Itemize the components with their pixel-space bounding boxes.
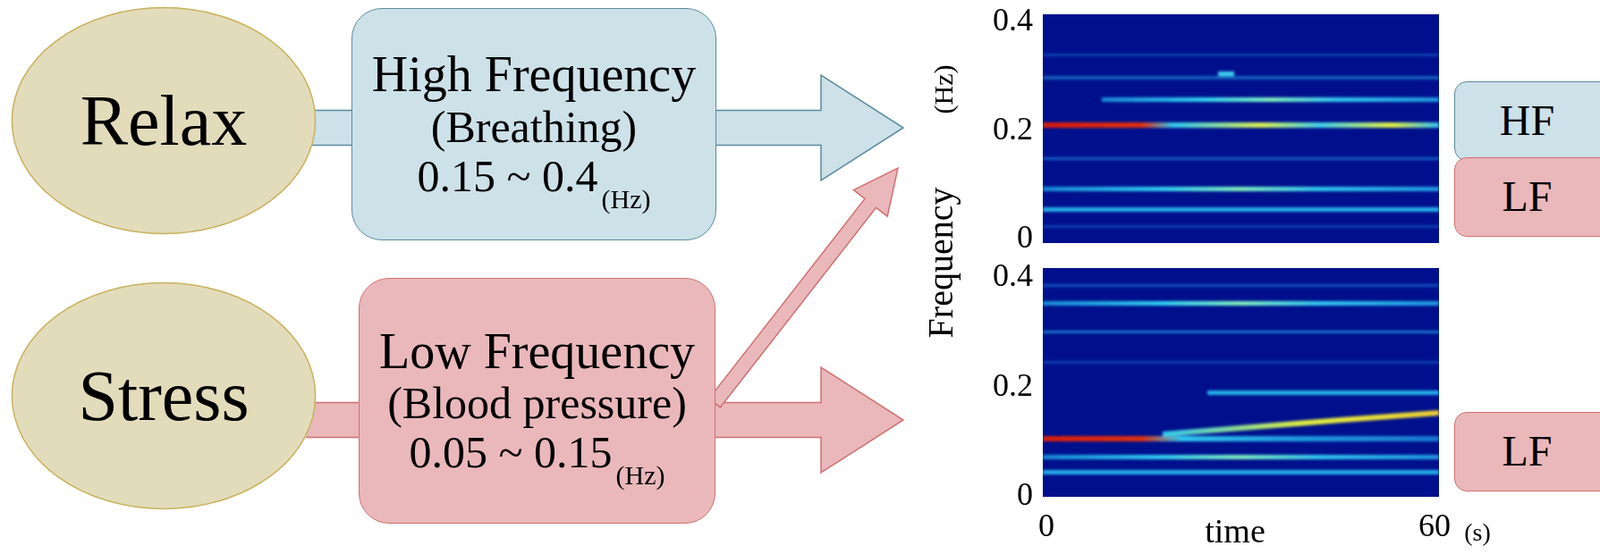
band-tag: LF [1454,412,1600,492]
axis-tick-label: 0 [1016,220,1033,254]
node-text: 0.15 ~ 0.4 [416,152,598,202]
node-content: Relax [10,6,317,236]
node-title: Relax [80,81,248,161]
node-text: (Breathing) [431,102,637,153]
text-row: LF [1501,428,1552,476]
spectrogram-top [1042,14,1440,244]
node-content: LF [1455,158,1600,237]
hf-output-arrow [697,75,904,181]
node-title: Low Frequency [379,324,695,381]
band-tag: HF [1454,81,1600,161]
ellipse-shape [11,283,315,510]
axis-tick-label: 0 [1016,478,1033,511]
state-ellipse: Stress [10,281,317,511]
axis-label: time [1204,514,1266,549]
node-text: (Blood pressure) [387,379,687,429]
text-row: HF [1499,97,1555,145]
text-row: (Blood pressure) [387,379,687,429]
node-text: (Hz) [601,184,652,214]
node-title: HF [1499,97,1555,145]
connector-edge-line [305,437,366,440]
text-row: Stress [77,356,249,436]
band-box: Low Frequency(Blood pressure)0.05 ~ 0.15… [358,278,716,525]
axis-label: 0 [1038,509,1055,542]
text-row: 0.15 ~ 0.4(Hz) [416,152,651,202]
lf-diagonal-arrow [709,168,898,408]
text-row: Low Frequency [379,324,695,381]
node-title: Stress [77,356,249,436]
band-tag: LF [1454,157,1600,238]
node-title: LF [1501,428,1552,476]
node-content: HF [1455,82,1600,161]
node-title: High Frequency [372,47,696,103]
axis-label: 60 [1418,509,1451,542]
axis-title: (Hz) [930,65,957,115]
text-row: Relax [80,81,248,161]
axis-tick-label: 0.4 [992,259,1033,292]
node-text: 0.05 ~ 0.15 [408,428,612,478]
node-content: Stress [10,281,317,511]
node-content: LF [1455,413,1600,492]
text-row: (Breathing) [431,102,637,153]
node-content: Low Frequency(Blood pressure)0.05 ~ 0.15… [359,279,715,524]
node-title: LF [1501,173,1552,221]
text-row: LF [1501,173,1552,221]
spectrogram-bottom [1042,268,1440,498]
node-text: (Hz) [616,460,666,491]
text-row: High Frequency [372,47,696,103]
axis-tick-label: 0.2 [992,112,1033,145]
axis-tick-label: 0.4 [992,3,1033,36]
axis-title: Frequency [922,187,959,339]
node-content: High Frequency(Breathing)0.15 ~ 0.4(Hz) [352,8,716,240]
state-ellipse: Relax [10,6,317,236]
axis-tick-label: 0.2 [992,369,1033,402]
axis-label: (s) [1464,520,1491,546]
band-box: High Frequency(Breathing)0.15 ~ 0.4(Hz) [351,8,717,241]
text-row: 0.05 ~ 0.15(Hz) [408,428,665,478]
ellipse-shape [11,8,315,235]
